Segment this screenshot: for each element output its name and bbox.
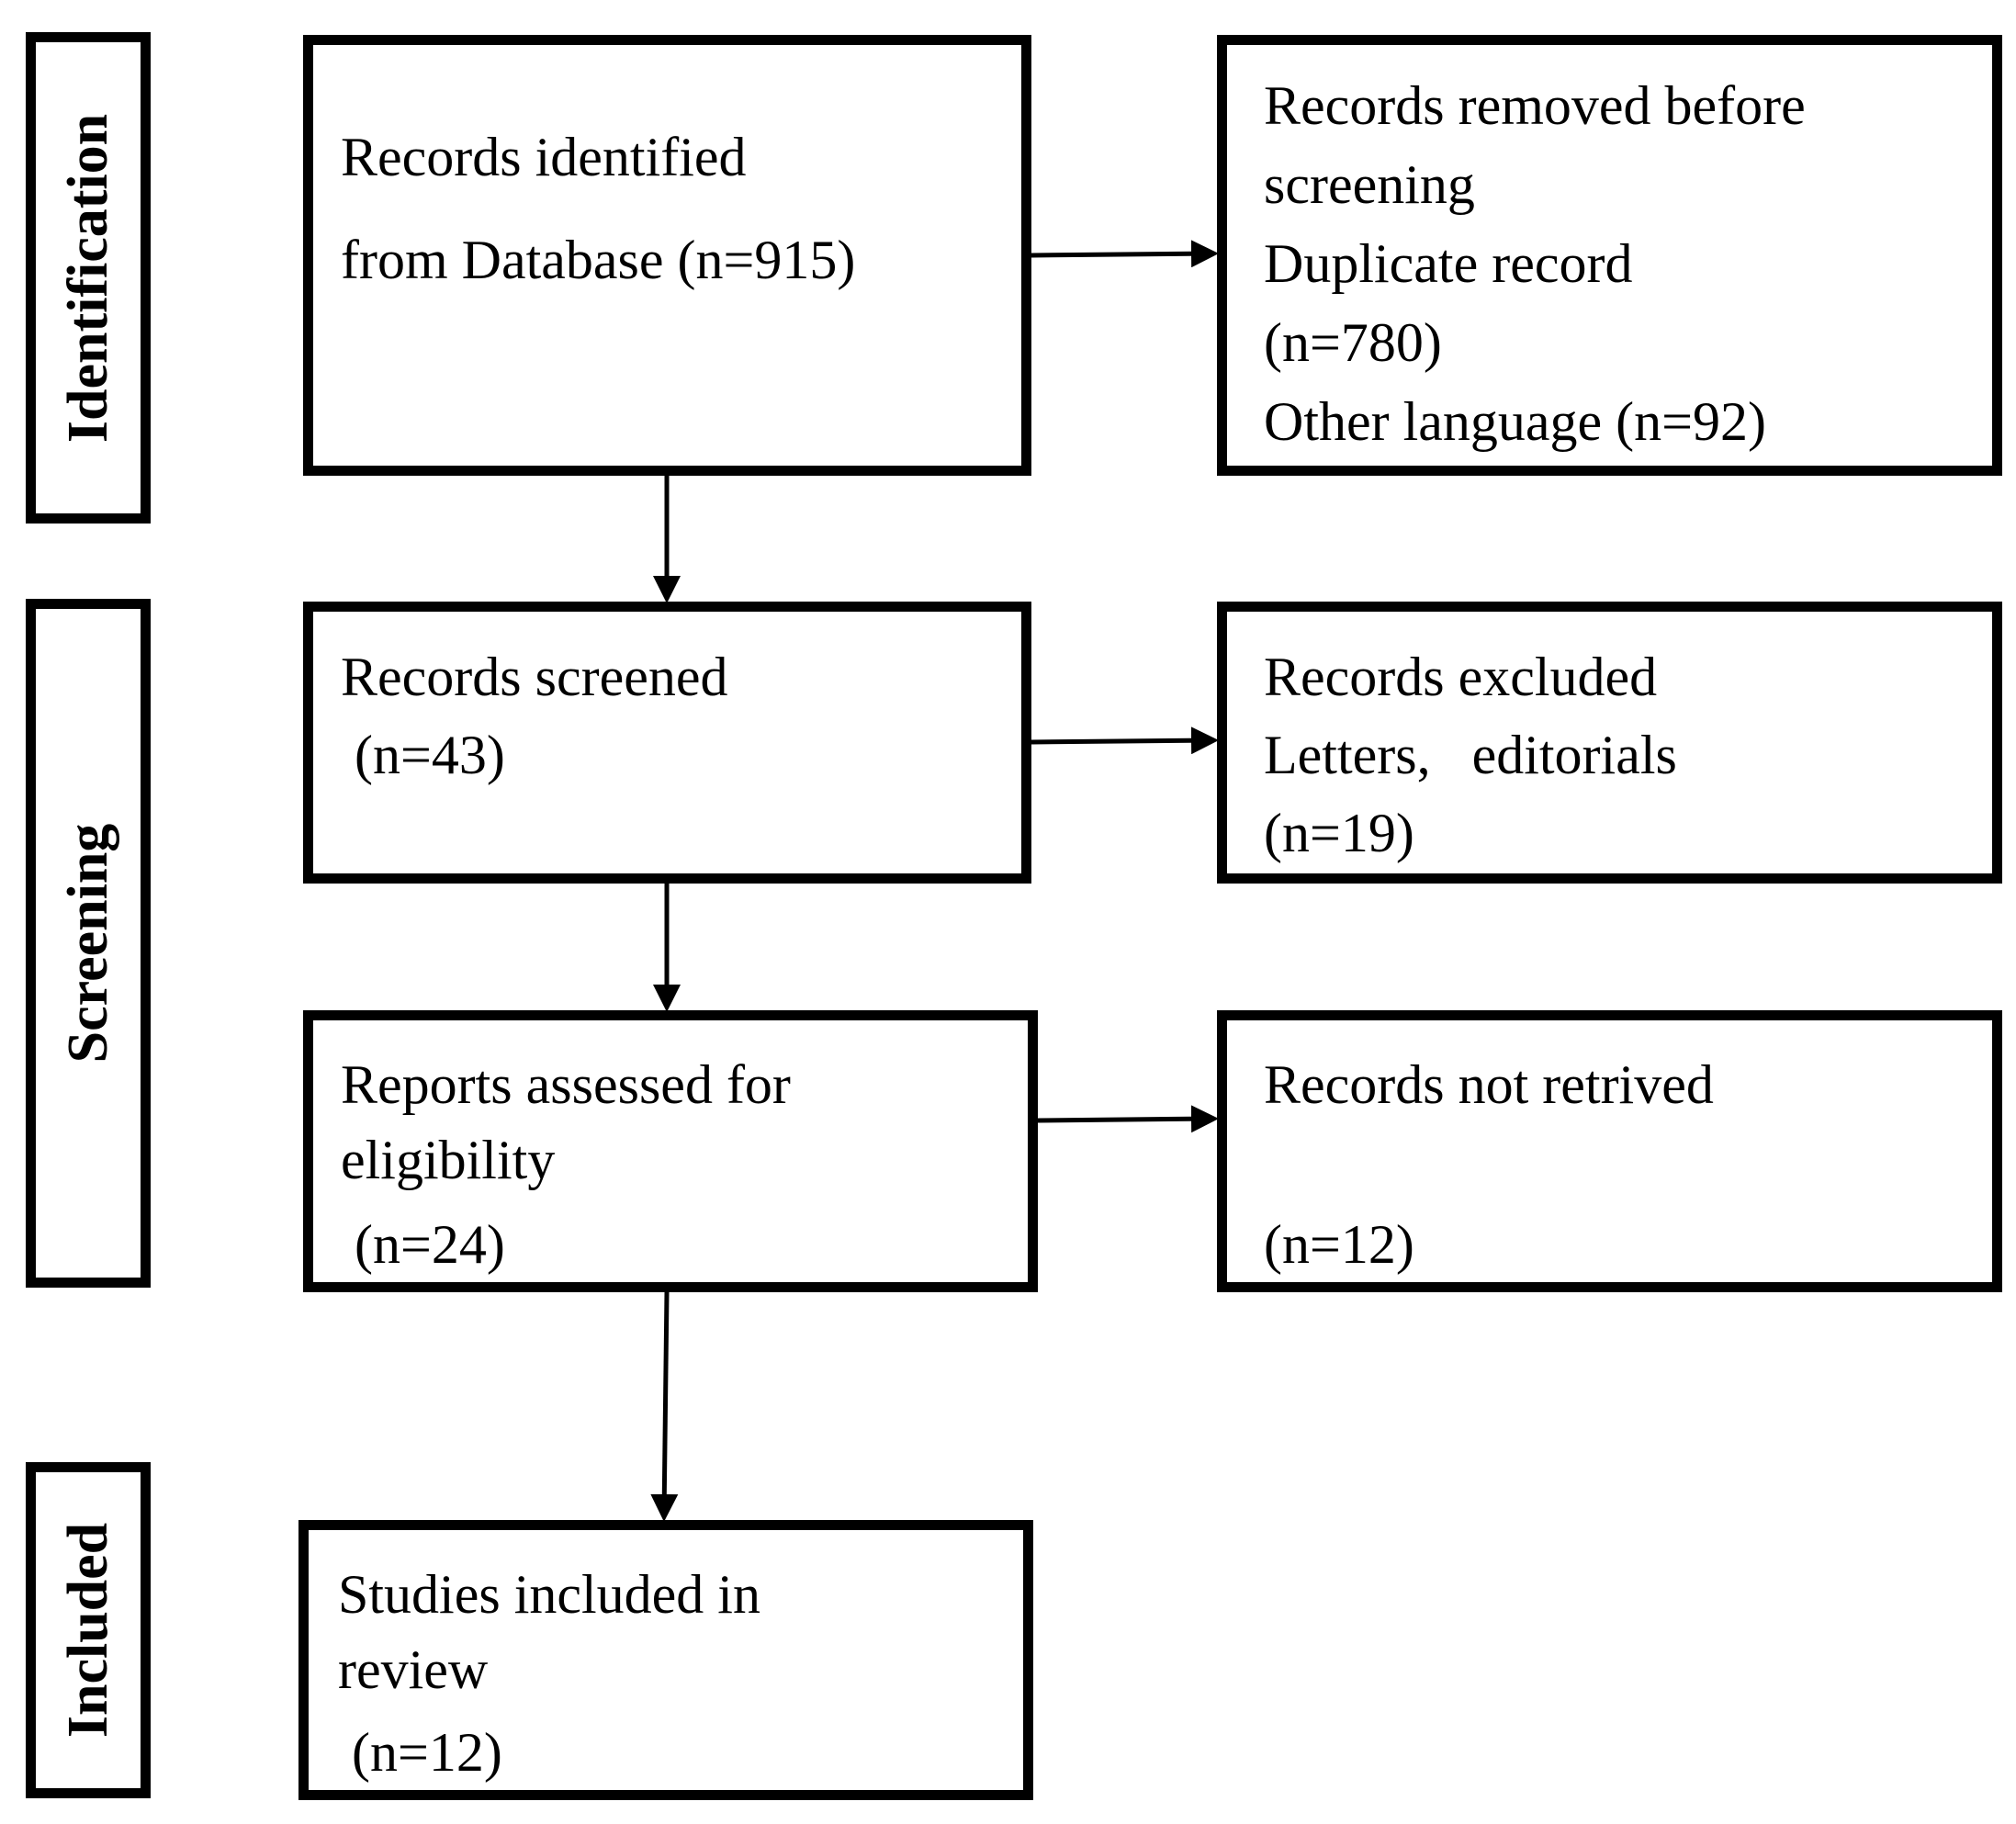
- records-removed-line2: screening: [1264, 154, 1475, 215]
- stage-identification: Identification: [26, 32, 151, 524]
- arrow-assessed-to-not-retrieved: [1037, 1105, 1219, 1133]
- records-not-retrieved-line1: Records not retrived: [1264, 1054, 1714, 1115]
- records-identified-box: Records identified from Database (n=915): [303, 35, 1031, 476]
- records-excluded-line3: (n=19): [1264, 803, 1414, 863]
- arrow-assessed-to-included: [650, 1291, 679, 1522]
- stage-included: Included: [26, 1462, 151, 1798]
- records-screened-line2: (n=43): [341, 725, 505, 785]
- studies-included-box: Studies included in review (n=12): [298, 1520, 1033, 1800]
- records-not-retrieved-box: Records not retrived (n=12): [1217, 1010, 2002, 1292]
- studies-included-line2: review: [338, 1639, 489, 1700]
- records-removed-line1: Records removed before: [1264, 75, 1806, 136]
- records-screened-line1: Records screened: [341, 647, 728, 707]
- records-identified-line1: Records identified: [341, 127, 747, 187]
- records-excluded-box: Records excluded Letters, editorials (n=…: [1217, 602, 2002, 884]
- records-excluded-line2: Letters, editorials: [1264, 725, 1677, 785]
- stage-screening: Screening: [26, 599, 151, 1288]
- arrow-identified-to-removed: [1031, 240, 1219, 268]
- studies-included-line3: (n=12): [338, 1722, 502, 1783]
- reports-assessed-line1: Reports assessed for: [341, 1054, 791, 1115]
- records-screened-box: Records screened (n=43): [303, 602, 1031, 884]
- records-excluded-line1: Records excluded: [1264, 647, 1658, 707]
- reports-assessed-box: Reports assessed for eligibility (n=24): [303, 1010, 1038, 1292]
- records-not-retrieved-line2: (n=12): [1264, 1214, 1414, 1275]
- records-removed-line5: Other language (n=92): [1264, 391, 1766, 452]
- records-removed-box: Records removed before screening Duplica…: [1217, 35, 2002, 476]
- records-removed-line3: Duplicate record: [1264, 233, 1633, 294]
- records-removed-line4: (n=780): [1264, 312, 1442, 373]
- studies-included-line1: Studies included in: [338, 1564, 760, 1625]
- arrow-screened-to-excluded: [1031, 726, 1219, 755]
- reports-assessed-line3: (n=24): [341, 1214, 505, 1275]
- records-identified-line2: from Database (n=915): [341, 230, 856, 290]
- reports-assessed-line2: eligibility: [341, 1130, 556, 1190]
